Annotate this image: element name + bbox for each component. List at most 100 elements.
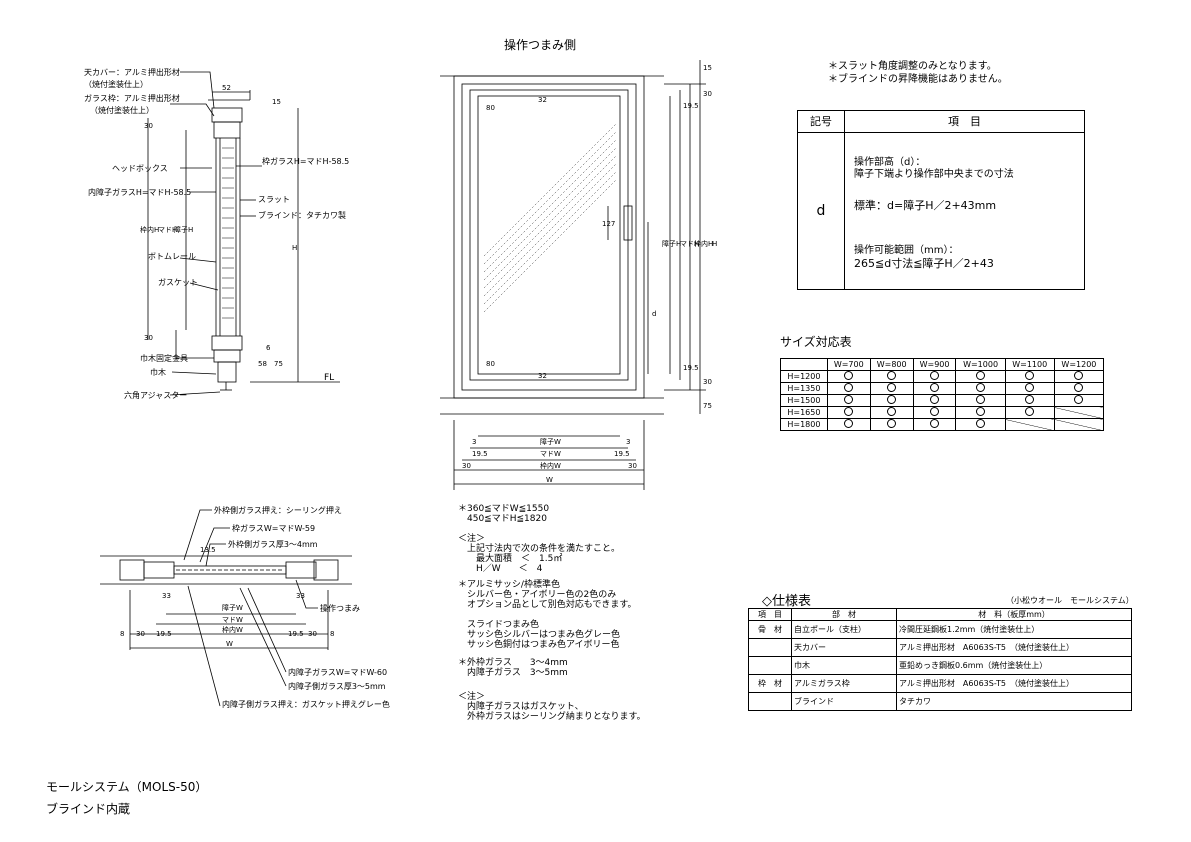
- available-circle-icon: [887, 419, 897, 428]
- size-col: W=800: [869, 358, 914, 371]
- size-col: W=900: [912, 358, 957, 371]
- label-inner-glass-thickness: 内障子側ガラス厚3〜5mm: [288, 682, 386, 691]
- dim-127: 127: [602, 220, 615, 228]
- available-circle-icon: [1025, 395, 1035, 404]
- label-knob: 操作つまみ: [320, 604, 360, 613]
- size-table: W=700 W=800 W=900 W=1000 W=1100 W=1200 H…: [780, 358, 1105, 431]
- label-inner-glass-w: 内障子ガラスW=マドW-60: [288, 668, 388, 677]
- dim-32-bottom: 32: [538, 372, 547, 380]
- top-note-1: ＊スラット角度調整のみとなります。: [828, 61, 997, 72]
- footer-subtitle: ブラインド内蔵: [46, 802, 131, 816]
- available-circle-icon: [930, 371, 940, 380]
- label-outer-glass-stop: 外枠側ガラス押え：シーリング押え: [214, 506, 342, 515]
- label-frame-glass-w: 枠ガラスW=マドW-59: [232, 524, 316, 533]
- label-inner-glass-h: 内障子ガラスH=マドH-58.5: [88, 188, 192, 197]
- size-row-header: H=1800: [780, 418, 828, 431]
- label-habaki-bracket: 巾木固定金具: [140, 354, 188, 363]
- dim-19-5-right-bottom: 19.5: [683, 364, 699, 372]
- note-size-range: ＊360≦マドW≦1550 450≦マドH≦1820: [458, 504, 550, 524]
- size-unavailable-cell: [1004, 418, 1055, 431]
- legend-line-5: 265≦d寸法≦障子H／2+43: [854, 257, 994, 270]
- available-circle-icon: [1025, 371, 1035, 380]
- size-available-cell: [912, 394, 957, 407]
- size-available-cell: [869, 418, 914, 431]
- plan-dim-13-5: 13.5: [200, 546, 216, 554]
- operation-knob-side-title: 操作つまみ側: [504, 38, 577, 52]
- dim-shoji-H-right: 障子H: [662, 239, 681, 248]
- dim-19-5-right: 19.5: [614, 450, 630, 458]
- note-conditions: ＜注＞ 上記寸法内で次の条件を満たすこと。 最大面積 ＜ 1.5㎡ H／W ＜ …: [458, 534, 621, 574]
- fl-label: FL: [324, 373, 334, 383]
- plan-dim-shoji-W: 障子W: [222, 603, 243, 612]
- dim-30-right: 30: [628, 462, 637, 470]
- legend-header-symbol: 記号: [798, 111, 845, 133]
- dim-30-bottom: 30: [144, 334, 153, 342]
- spec-group: 枠 材: [748, 674, 792, 693]
- available-circle-icon: [844, 383, 854, 392]
- available-circle-icon: [1025, 383, 1035, 392]
- available-circle-icon: [930, 383, 940, 392]
- available-circle-icon: [930, 395, 940, 404]
- spec-header-item: 項 目: [748, 608, 792, 621]
- size-available-cell: [826, 418, 871, 431]
- size-available-cell: [955, 418, 1006, 431]
- size-available-cell: [869, 406, 914, 419]
- dim-15-right: 15: [703, 64, 712, 72]
- note-colors: ＊アルミサッシ/枠標準色 シルバー色・アイボリー色の2色のみ オプション品として…: [458, 580, 637, 610]
- dim-19-5-left: 19.5: [472, 450, 488, 458]
- spec-material: タチカワ: [896, 692, 1132, 711]
- spec-group: [748, 656, 792, 675]
- size-available-cell: [912, 418, 957, 431]
- size-table-corner: [780, 358, 828, 371]
- plan-dim-W: W: [226, 640, 233, 648]
- horizontal-section-drawing: [100, 509, 352, 707]
- size-unavailable-cell: [1053, 418, 1105, 431]
- label-finish-1: （焼付塗装仕上）: [84, 80, 148, 89]
- dim-3-left: 3: [472, 438, 476, 446]
- label-frame-glass-h: 枠ガラスH=マドH-58.5: [262, 157, 350, 166]
- dim-waku-H: 枠内H: [140, 225, 159, 234]
- dim-52: 52: [222, 84, 231, 92]
- available-circle-icon: [844, 371, 854, 380]
- legend-line-4: 操作可能範囲（mm）：: [854, 245, 959, 256]
- dim-W: W: [546, 476, 553, 484]
- label-ten-cover: 天カバー：アルミ押出形材: [84, 68, 180, 77]
- dim-shoji-W: 障子W: [540, 437, 561, 446]
- size-available-cell: [955, 382, 1006, 395]
- legend-header-item: 項 目: [845, 111, 1084, 133]
- plan-dim-8-left: 8: [120, 630, 124, 638]
- size-available-cell: [1004, 406, 1055, 419]
- available-circle-icon: [976, 371, 986, 380]
- size-col: W=1000: [955, 358, 1006, 371]
- available-circle-icon: [844, 419, 854, 428]
- spec-material: アルミ押出形材 A6063S-T5 （焼付塗装仕上）: [896, 638, 1132, 657]
- dim-waku-H-right: 枠内H: [694, 239, 713, 248]
- spec-table: 項 目 部 材 材 料（板厚mm） 骨 材自立ポール（支柱）冷間圧延鋼板1.2m…: [748, 608, 1132, 711]
- available-circle-icon: [1074, 371, 1084, 380]
- spec-part: 自立ポール（支柱）: [791, 620, 897, 639]
- label-adjuster: 六角アジャスター: [124, 391, 188, 400]
- dim-75-right: 75: [703, 402, 712, 410]
- dim-6: 6: [266, 344, 271, 352]
- size-available-cell: [912, 382, 957, 395]
- dim-32-top: 32: [538, 96, 547, 104]
- available-circle-icon: [1025, 407, 1035, 416]
- spec-group: [748, 638, 792, 657]
- available-circle-icon: [887, 407, 897, 416]
- spec-maker: （小松ウオール モールシステム）: [1006, 596, 1134, 605]
- legend-line-1: 操作部高（d）：: [854, 157, 926, 168]
- available-circle-icon: [930, 407, 940, 416]
- plan-dim-33-right: 33: [296, 592, 305, 600]
- available-circle-icon: [887, 371, 897, 380]
- size-row-header: H=1350: [780, 382, 828, 395]
- size-available-cell: [869, 370, 914, 383]
- legend-symbol-d: d: [798, 133, 845, 289]
- size-col: W=1200: [1053, 358, 1105, 371]
- dim-3-right: 3: [626, 438, 630, 446]
- size-row-header: H=1500: [780, 394, 828, 407]
- size-available-cell: [1004, 394, 1055, 407]
- label-glass-frame: ガラス枠：アルミ押出形材: [84, 94, 180, 103]
- available-circle-icon: [930, 419, 940, 428]
- note-glass-thickness: ＊外枠ガラス 3〜4mm 内障子ガラス 3〜5mm: [458, 658, 568, 678]
- legend-line-3: 標準：d=障子H／2+43mm: [854, 199, 997, 212]
